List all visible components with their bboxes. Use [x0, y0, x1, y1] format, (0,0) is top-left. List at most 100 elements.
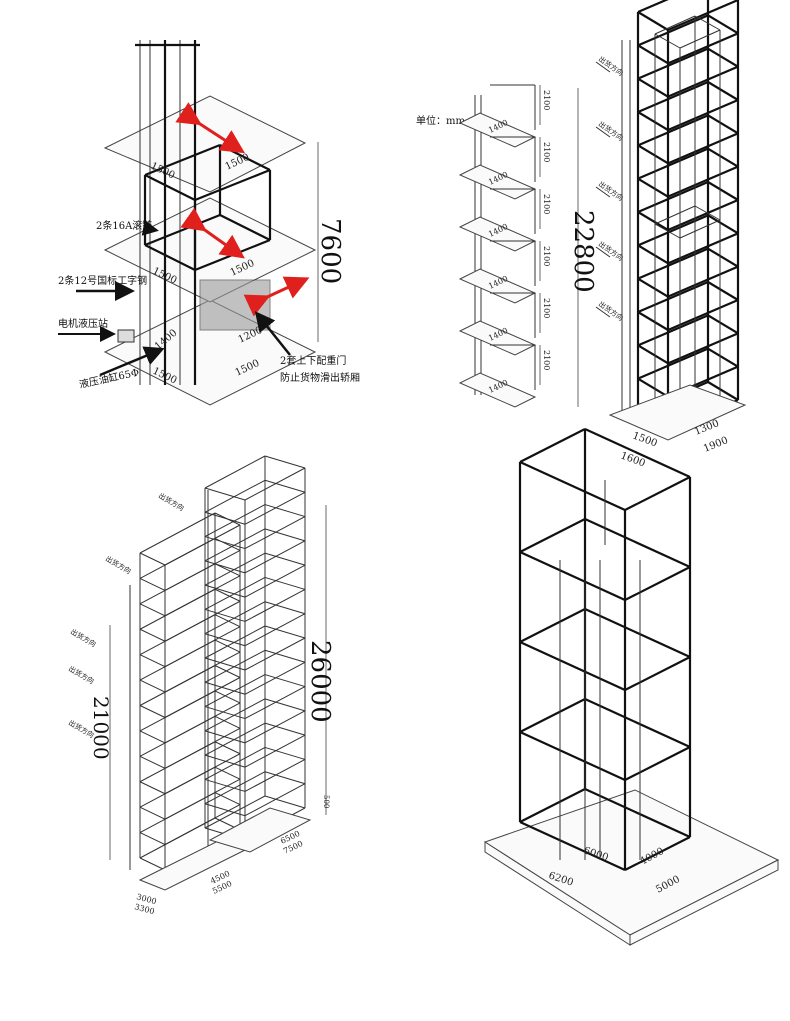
frame-beam [194, 168, 271, 202]
label-motor-station: 电机液压站 [58, 317, 108, 330]
lift-tower-6-floor [608, 0, 747, 441]
frame-beam [204, 722, 266, 756]
frame-beam [204, 771, 266, 805]
frame-beam [204, 746, 266, 780]
frame-beam [139, 806, 166, 820]
frame-beam [139, 603, 166, 617]
floor-elevation-column: 2100140021001400210014002100140021001400… [458, 84, 551, 408]
frame-beam [214, 665, 241, 678]
label-chain: 2条16A滚链 [96, 219, 152, 232]
frame-beam [264, 722, 306, 736]
frame-beam [244, 564, 306, 598]
frame-beam [164, 575, 241, 617]
frame-beam [584, 697, 691, 749]
frame-beam [204, 649, 266, 683]
frame-beam [244, 758, 306, 792]
frame-beam [204, 608, 246, 622]
frame-beam [214, 588, 241, 602]
frame-beam [637, 211, 669, 231]
frame-beam [667, 98, 739, 132]
frame-beam [667, 198, 739, 232]
frame-beam [637, 80, 709, 114]
mesh-door [199, 279, 271, 331]
frame-beam [707, 14, 739, 35]
frame-beam [204, 479, 266, 513]
dim-label: 1600 [619, 450, 647, 469]
frame-beam [707, 47, 739, 68]
concrete-base [483, 789, 780, 936]
frame-beam [637, 44, 669, 65]
frame-beam [264, 771, 306, 785]
frame-beam [637, 114, 709, 147]
frame-beam [707, 314, 739, 335]
frame-beam [637, 144, 669, 165]
frame-beam [637, 280, 709, 314]
frame-beam [637, 111, 669, 131]
frame-beam [244, 710, 306, 744]
frame-beam [204, 754, 246, 768]
frame-beam [204, 560, 246, 574]
frame-beam [654, 205, 696, 225]
frame-beam [204, 657, 246, 671]
unit-label: 单位：mm [416, 114, 465, 127]
direction-arrow [595, 126, 611, 138]
base-plate [608, 384, 747, 441]
height-dimension: 7600 [315, 218, 345, 284]
direction-arrow [595, 186, 611, 198]
frame-beam [139, 781, 166, 795]
frame-beam [637, 177, 669, 198]
frame-beam [204, 487, 246, 501]
frame-beam [519, 460, 626, 512]
panel-double-tower: 21000 26000 500 3000 3300 4500 5500 6500… [67, 455, 335, 916]
floor-height-label: 2100 [542, 142, 551, 162]
frame-beam [244, 540, 306, 574]
frame-beam [679, 29, 721, 49]
frame-beam [244, 734, 306, 768]
frame-beam [264, 479, 306, 493]
frame-beam [624, 476, 691, 511]
frame-beam [139, 628, 166, 642]
frame-beam [244, 467, 306, 501]
frame-beam [679, 219, 721, 239]
frame-beam [264, 504, 306, 518]
label-doors: 2套上下配重门 [280, 354, 346, 367]
frame-beam [707, 81, 739, 101]
frame-beam [667, 265, 739, 298]
frame-beam [164, 753, 241, 795]
frame-beam [139, 832, 166, 846]
frame-beam [584, 517, 691, 569]
frame-beam [164, 677, 241, 718]
frame-beam [204, 528, 266, 562]
frame-beam [519, 608, 586, 643]
frame-beam [164, 600, 241, 642]
frame-beam [139, 755, 166, 769]
frame-beam [204, 681, 246, 695]
height-dimension-left: 21000 [89, 696, 113, 760]
frame-beam [264, 455, 306, 469]
frame-beam [637, 314, 709, 347]
frame-beam [637, 344, 669, 365]
frame-beam [244, 613, 306, 647]
loading-direction-arrow [180, 207, 245, 259]
floor-height-label: 2100 [542, 246, 551, 266]
frame-beam [584, 607, 691, 659]
frame-beam [637, 277, 669, 298]
frame-beam [204, 584, 246, 598]
frame-beam [244, 491, 306, 525]
frame-beam [707, 247, 739, 268]
direction-arrow [595, 61, 611, 73]
floor-height-label: 2100 [542, 194, 551, 214]
panel-floor-layout-and-tower: 单位：mm 2100140021001400210014002100140021… [416, 0, 747, 470]
frame-beam [214, 741, 241, 755]
frame-beam [519, 698, 586, 733]
frame-beam [667, 332, 739, 365]
frame-beam [707, 181, 739, 201]
frame-beam [164, 702, 241, 744]
frame-beam [204, 633, 246, 647]
frame-beam [637, 147, 709, 180]
frame-beam [164, 727, 241, 769]
frame-beam [637, 0, 669, 14]
frame-beam [214, 614, 241, 628]
frame-beam [637, 77, 669, 98]
